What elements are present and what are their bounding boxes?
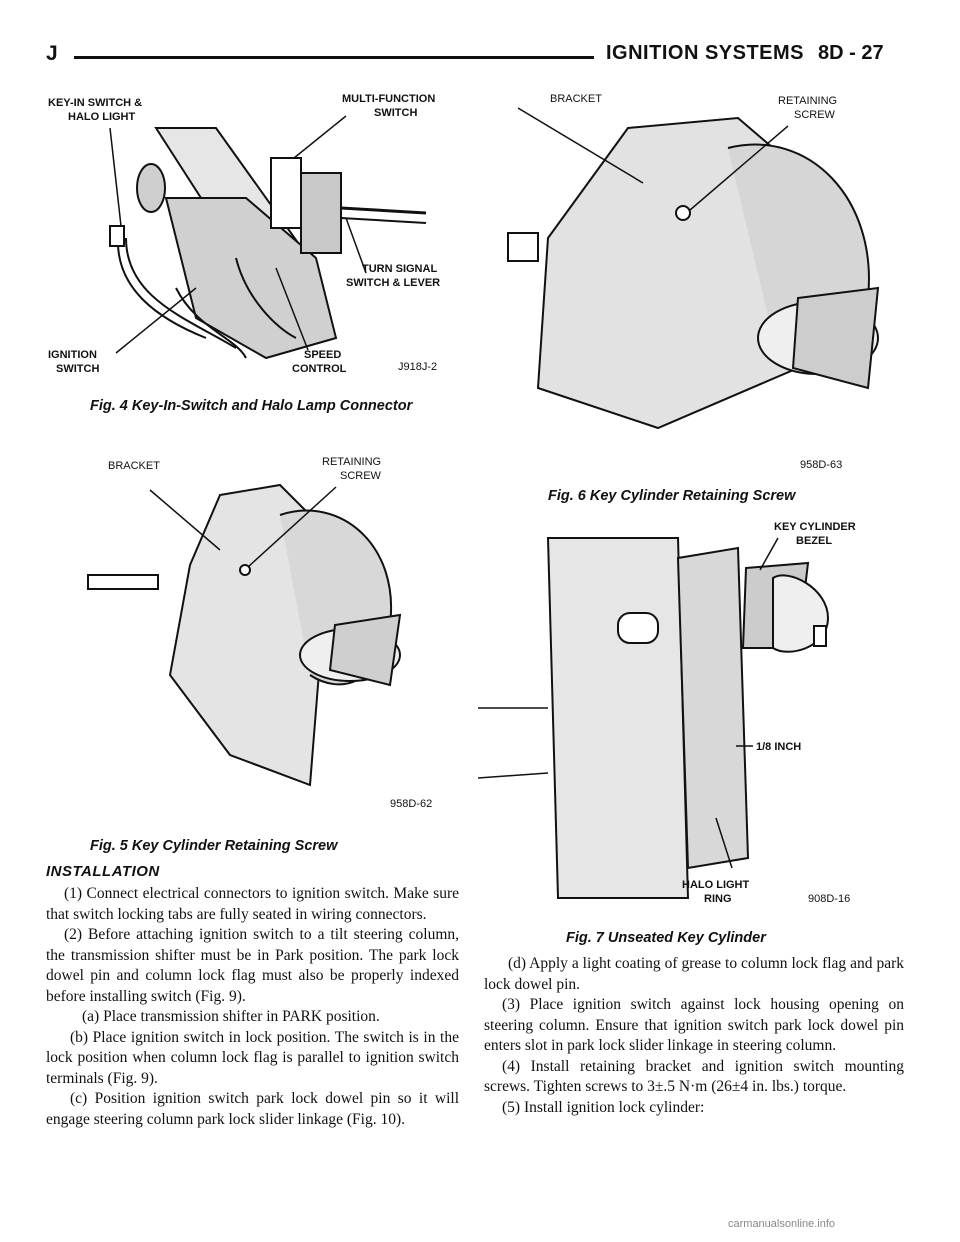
header-rule: [74, 56, 594, 59]
figure-6: BRACKET RETAINING SCREW 958D-63: [478, 88, 918, 472]
step-2c: (c) Position ignition switch park lock d…: [46, 1090, 459, 1128]
figure-5: BRACKET RETAINING SCREW 958D-62: [80, 455, 460, 815]
step-4: (4) Install retaining bracket and igniti…: [484, 1057, 904, 1096]
section-letter: J: [46, 42, 58, 65]
label-ignition-switch: SWITCH: [56, 363, 99, 375]
figure-5-caption: Fig. 5 Key Cylinder Retaining Screw: [90, 838, 338, 854]
figure-4-caption: Fig. 4 Key-In-Switch and Halo Lamp Conne…: [90, 398, 413, 414]
figure-6-illustration: BRACKET RETAINING SCREW 958D-63: [507, 93, 880, 471]
label-bracket: BRACKET: [550, 93, 602, 105]
step-2: (2) Before attaching ignition switch to …: [46, 926, 459, 1005]
step-3: (3) Place ignition switch against lock h…: [484, 996, 904, 1054]
figure-code: 958D-63: [800, 459, 842, 471]
figure-7-caption: Fig. 7 Unseated Key Cylinder: [566, 930, 766, 946]
right-column: (d) Apply a light coating of grease to c…: [484, 954, 904, 1118]
figure-5-illustration: BRACKET RETAINING SCREW 958D-62: [87, 456, 432, 810]
step-2d: (d) Apply a light coating of grease to c…: [484, 955, 904, 993]
label-retaining: RETAINING: [322, 456, 381, 468]
section-heading: INSTALLATION: [46, 863, 160, 880]
figure-6-caption: Fig. 6 Key Cylinder Retaining Screw: [548, 488, 796, 504]
label-turn-signal: TURN SIGNAL: [362, 263, 437, 275]
label-speed: SPEED: [304, 349, 341, 361]
page-title: IGNITION SYSTEMS: [606, 42, 805, 64]
label-key-in-switch: KEY-IN SWITCH &: [48, 97, 142, 109]
label-screw: SCREW: [340, 470, 382, 482]
label-screw: SCREW: [794, 109, 836, 121]
left-column: (1) Connect electrical connectors to ign…: [46, 884, 459, 1130]
figure-4: KEY-IN SWITCH & HALO LIGHT MULTI-FUNCTIO…: [46, 88, 466, 388]
label-retaining: RETAINING: [778, 95, 837, 107]
label-key-cylinder: KEY CYLINDER: [774, 521, 856, 533]
label-ring: RING: [704, 893, 732, 905]
step-1: (1) Connect electrical connectors to ign…: [46, 885, 459, 923]
label-bezel: BEZEL: [796, 535, 832, 547]
label-halo-light: HALO LIGHT: [682, 879, 749, 891]
label-multi-function: MULTI-FUNCTION: [342, 93, 435, 105]
step-2b: (b) Place ignition switch in lock positi…: [46, 1028, 459, 1087]
figure-code: 958D-62: [390, 798, 432, 810]
label-control: CONTROL: [292, 363, 347, 375]
label-bracket: BRACKET: [108, 460, 160, 472]
step-2a: (a) Place transmission shifter in PARK p…: [82, 1008, 380, 1025]
label-halo-light: HALO LIGHT: [68, 111, 135, 123]
page-number: 8D - 27: [818, 42, 884, 64]
label-switch-lever: SWITCH & LEVER: [346, 277, 440, 289]
figure-7: KEY CYLINDER BEZEL 1/8 INCH HALO LIGHT R…: [478, 518, 918, 918]
watermark: carmanualsonline.info: [728, 1218, 836, 1230]
label-ignition: IGNITION: [48, 349, 97, 361]
figure-code: 908D-16: [808, 893, 850, 905]
figure-code: J918J-2: [398, 361, 437, 373]
label-switch: SWITCH: [374, 107, 417, 119]
step-5: (5) Install ignition lock cylinder:: [502, 1098, 705, 1116]
figure-7-illustration: KEY CYLINDER BEZEL 1/8 INCH HALO LIGHT R…: [478, 521, 856, 905]
label-eighth-inch: 1/8 INCH: [756, 741, 801, 753]
figure-4-illustration: KEY-IN SWITCH & HALO LIGHT MULTI-FUNCTIO…: [48, 93, 440, 375]
